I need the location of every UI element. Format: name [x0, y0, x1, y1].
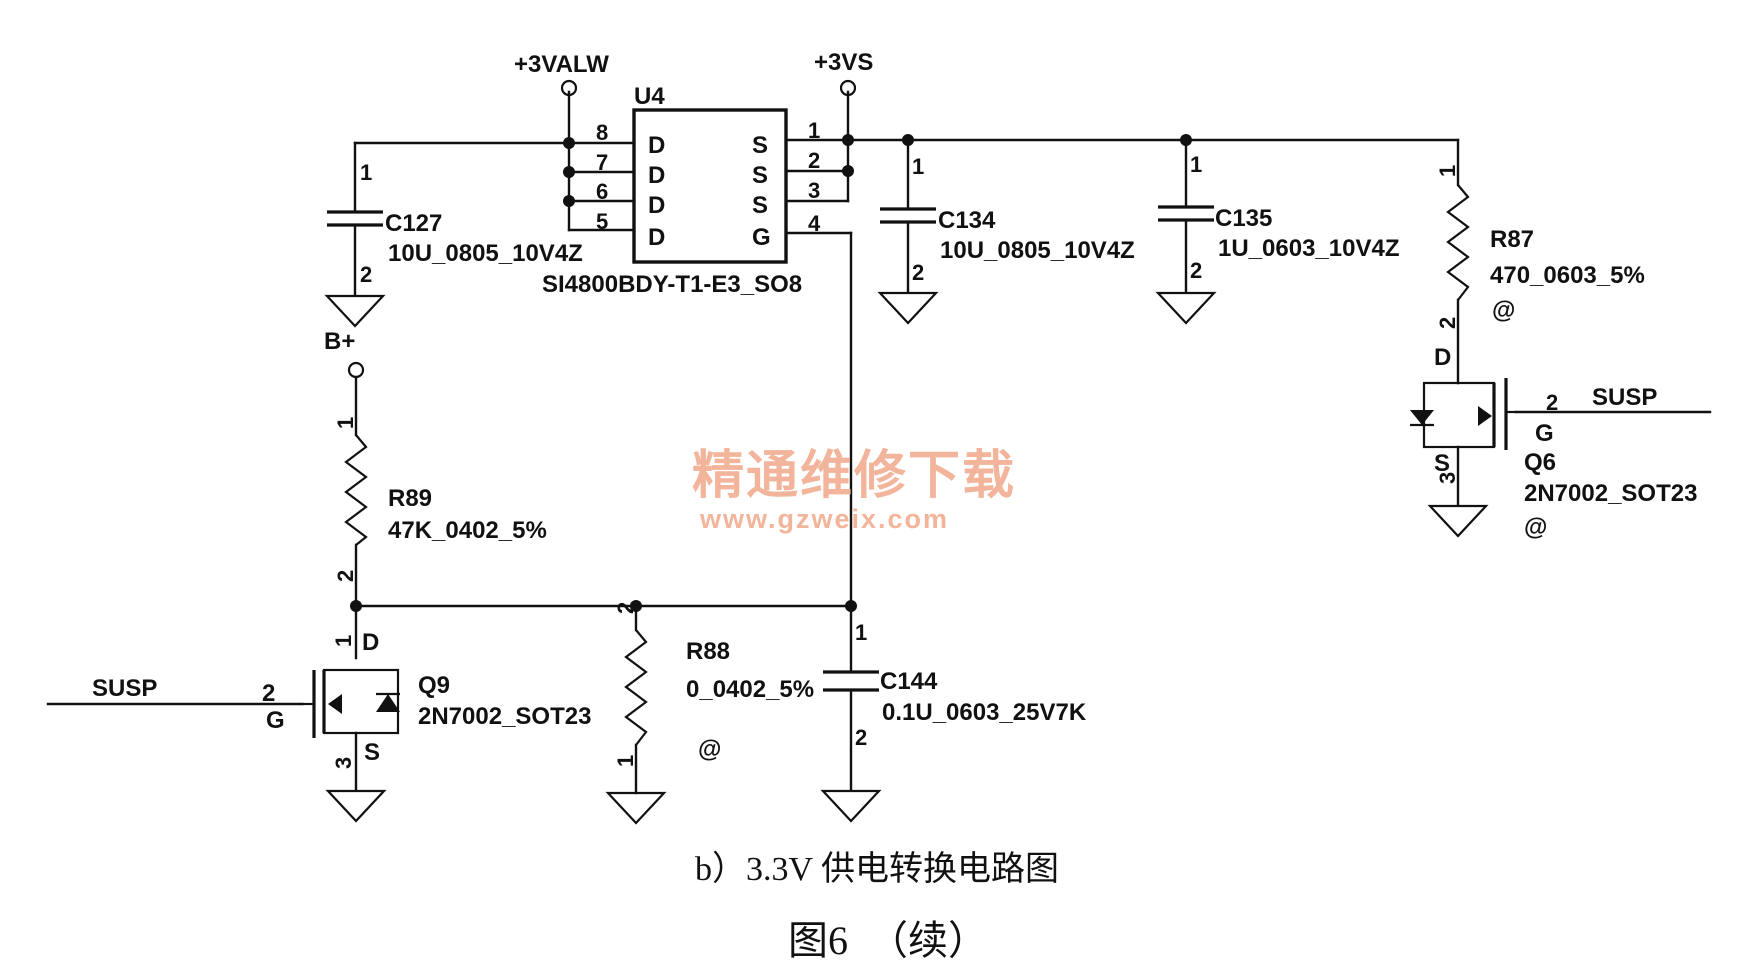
u4-pin-3-name: S [752, 192, 768, 219]
u4-pin-7-name: D [648, 162, 665, 189]
q6-pin-s-num: 3 [1435, 472, 1460, 484]
r87-pin1: 1 [1435, 165, 1460, 177]
q9-g-label: G [266, 707, 285, 734]
q9-pin-s-num: 3 [331, 757, 356, 769]
c134-value: 10U_0805_10V4Z [940, 237, 1135, 264]
c127-value: 10U_0805_10V4Z [388, 240, 583, 267]
junctions [350, 134, 1192, 612]
u4-pin-8-name: D [648, 132, 665, 159]
u4-pin-3-num: 3 [808, 178, 820, 203]
ground-c144 [820, 789, 882, 823]
q6-d-label: D [1434, 344, 1451, 371]
r88-resistor: 2 1 R88 0_0402_5% @ [613, 602, 814, 767]
net-3valw-label: +3VALW [514, 51, 609, 78]
c135-capacitor: 1 2 C135 1U_0603_10V4Z [1158, 152, 1399, 283]
q6-pin-g-num: 2 [1546, 390, 1558, 415]
u4-pin-6-num: 6 [596, 179, 608, 204]
q9-part: 2N7002_SOT23 [418, 703, 591, 730]
u4-pin-4-name: G [752, 224, 771, 251]
c135-value: 1U_0603_10V4Z [1218, 235, 1399, 262]
q9-s-label: S [364, 739, 380, 766]
q6-mark: @ [1524, 514, 1547, 541]
r89-value: 47K_0402_5% [388, 517, 547, 544]
port-3vs: +3VS [814, 49, 873, 97]
u4-pin-5-num: 5 [596, 209, 608, 234]
port-bplus: B+ [324, 328, 365, 379]
c144-value: 0.1U_0603_25V7K [882, 699, 1087, 726]
c135-pin1: 1 [1190, 152, 1202, 177]
r87-mark: @ [1492, 297, 1515, 324]
watermark-cn: 精通维修下载 [692, 446, 1016, 506]
u4-pin-5-name: D [648, 224, 665, 251]
r88-mark: @ [698, 736, 721, 763]
net-susp-right-label: SUSP [1592, 384, 1657, 411]
wires [46, 90, 1712, 795]
ground-c134 [877, 291, 939, 325]
q6-ref: Q6 [1524, 449, 1556, 476]
ground-q9 [325, 789, 387, 823]
ground-c127 [324, 294, 386, 328]
r88-pin2: 2 [613, 602, 638, 614]
ground-r88 [605, 791, 667, 825]
c134-capacitor: 1 2 C134 10U_0805_10V4Z [880, 154, 1135, 285]
q6-mosfet: D 2 G S 3 Q6 2N7002_SOT23 @ SUSP [1410, 344, 1697, 541]
watermark: 精通维修下载 www.gzweix.com [692, 446, 1016, 534]
c127-capacitor: 1 2 C127 10U_0805_10V4Z [327, 160, 583, 287]
u4-pin-2-num: 2 [808, 148, 820, 173]
q9-d-label: D [362, 629, 379, 656]
u4-pin-4-num: 4 [808, 211, 821, 236]
q6-s-label: S [1434, 450, 1450, 477]
q6-part: 2N7002_SOT23 [1524, 480, 1697, 507]
net-susp-left-label: SUSP [92, 675, 157, 702]
u4-chip: U4 SI4800BDY-T1-E3_SO8 8 7 6 5 D D D D 1… [542, 83, 821, 298]
c134-ref: C134 [938, 207, 996, 234]
q9-pin-g-num: 2 [262, 680, 275, 707]
q9-mosfet: 1 D 2 G 3 S Q9 2N7002_SOT23 SUSP [92, 629, 591, 769]
r88-ref: R88 [686, 638, 730, 665]
c144-ref: C144 [880, 668, 938, 695]
c134-pin1: 1 [912, 154, 924, 179]
caption-subfigure: b）3.3V 供电转换电路图 [695, 850, 1059, 888]
q9-ref: Q9 [418, 672, 450, 699]
r87-ref: R87 [1490, 226, 1534, 253]
r89-pin2: 2 [333, 570, 358, 582]
r87-pin2: 2 [1435, 317, 1460, 329]
caption-figure: 图6 （续） [788, 918, 988, 963]
r87-resistor: 1 2 R87 470_0603_5% @ [1435, 165, 1645, 329]
c135-ref: C135 [1215, 205, 1272, 232]
q6-g-label: G [1535, 420, 1554, 447]
u4-pin-2-name: S [752, 162, 768, 189]
r88-pin1: 1 [613, 755, 638, 767]
r89-ref: R89 [388, 485, 432, 512]
q9-pin-d-num: 1 [331, 635, 356, 647]
r87-value: 470_0603_5% [1490, 262, 1645, 289]
c144-pin2: 2 [855, 725, 867, 750]
u4-pin-1-name: S [752, 132, 768, 159]
c134-pin2: 2 [912, 260, 924, 285]
watermark-url: www.gzweix.com [699, 504, 949, 534]
u4-pin-6-name: D [648, 192, 665, 219]
c144-capacitor: 1 2 C144 0.1U_0603_25V7K [823, 620, 1087, 750]
u4-pin-7-num: 7 [596, 150, 608, 175]
c135-pin2: 2 [1190, 258, 1202, 283]
u4-pin-8-num: 8 [596, 120, 608, 145]
c144-pin1: 1 [855, 620, 867, 645]
port-3valw: +3VALW [514, 51, 609, 97]
c127-pin1: 1 [360, 160, 372, 185]
net-bplus-label: B+ [324, 328, 355, 355]
u4-pin-1-num: 1 [808, 118, 820, 143]
net-3vs-label: +3VS [814, 49, 873, 76]
c127-ref: C127 [385, 210, 442, 237]
u4-ref: U4 [634, 83, 665, 110]
ground-q6 [1427, 504, 1489, 538]
c127-pin2: 2 [360, 262, 372, 287]
r88-value: 0_0402_5% [686, 676, 814, 703]
r89-pin1: 1 [333, 417, 358, 429]
u4-part: SI4800BDY-T1-E3_SO8 [542, 271, 802, 298]
r89-resistor: 1 2 R89 47K_0402_5% [333, 417, 547, 582]
ground-c135 [1155, 291, 1217, 325]
